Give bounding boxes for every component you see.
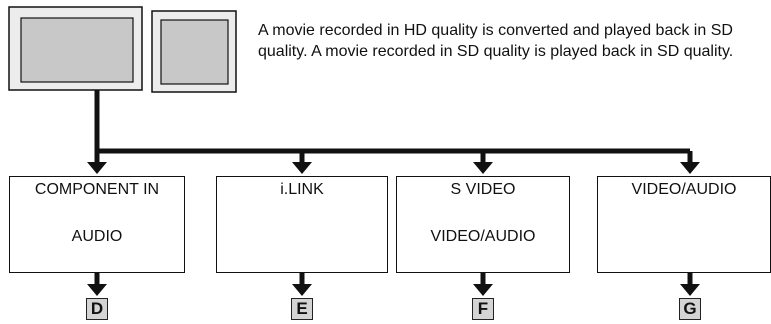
arrow-e-top: [292, 162, 312, 174]
box-d-subtitle: AUDIO: [71, 228, 123, 245]
label-e: E: [291, 298, 313, 320]
box-f-title: S VIDEO: [450, 181, 516, 198]
arrow-d-bottom: [87, 284, 107, 296]
box-f-subtitle: VIDEO/AUDIO: [430, 228, 536, 245]
arrow-d-top: [87, 162, 107, 174]
box-ilink: i.LINK: [216, 176, 388, 273]
arrow-g-top: [680, 162, 700, 174]
arrow-f-bottom: [473, 284, 493, 296]
box-s-video: S VIDEO VIDEO/AUDIO: [396, 176, 570, 273]
label-g: G: [679, 298, 701, 320]
box-e-title: i.LINK: [280, 181, 324, 198]
label-d: D: [86, 298, 108, 320]
large-tv-icon: [8, 6, 143, 91]
description-text: A movie recorded in HD quality is conver…: [258, 22, 734, 60]
box-d-title: COMPONENT IN: [34, 181, 160, 198]
arrow-e-bottom: [292, 284, 312, 296]
box-video-audio: VIDEO/AUDIO: [597, 176, 771, 273]
arrow-g-bottom: [680, 284, 700, 296]
small-tv-icon: [151, 10, 237, 93]
box-g-title: VIDEO/AUDIO: [631, 181, 737, 198]
arrow-f-top: [473, 162, 493, 174]
label-f: F: [472, 298, 494, 320]
box-component-in: COMPONENT IN AUDIO: [9, 176, 185, 273]
